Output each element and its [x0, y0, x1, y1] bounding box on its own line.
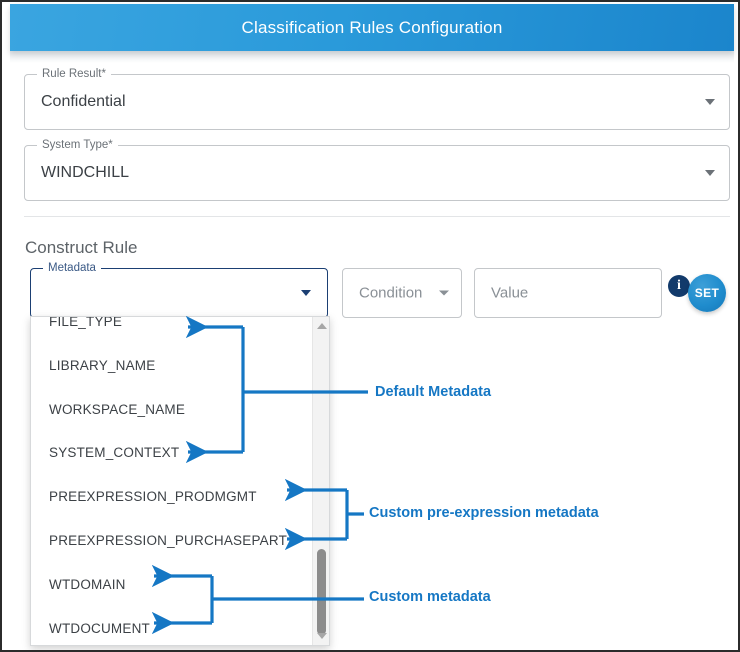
chevron-down-icon[interactable]: [439, 290, 449, 296]
dropdown-option[interactable]: PREEXPRESSION_PURCHASEPART: [49, 533, 288, 548]
metadata-select[interactable]: Metadata: [30, 261, 328, 318]
chevron-down-icon[interactable]: [301, 290, 311, 296]
dropdown-option[interactable]: WTDOCUMENT: [49, 621, 150, 636]
chevron-down-icon[interactable]: [705, 170, 715, 176]
rule-result-select[interactable]: Rule Result* Confidential: [24, 67, 730, 130]
system-type-value: WINDCHILL: [41, 164, 130, 181]
dropdown-option[interactable]: WORKSPACE_NAME: [49, 402, 186, 417]
scroll-down-arrow-icon[interactable]: [316, 633, 327, 639]
dropdown-option[interactable]: SYSTEM_CONTEXT: [49, 445, 180, 460]
section-divider: [24, 216, 730, 217]
condition-placeholder: Condition: [359, 284, 423, 302]
value-placeholder: Value: [491, 284, 529, 302]
chevron-down-icon[interactable]: [705, 99, 715, 105]
page-title: Classification Rules Configuration: [241, 17, 503, 37]
dropdown-scrollbar[interactable]: [312, 317, 329, 645]
dropdown-option[interactable]: PREEXPRESSION_PRODMGMT: [49, 489, 257, 504]
dropdown-option[interactable]: WTDOMAIN: [49, 577, 126, 592]
metadata-dropdown-panel[interactable]: FILE_TYPE LIBRARY_NAME WORKSPACE_NAME SY…: [30, 316, 330, 646]
info-icon[interactable]: i: [668, 275, 690, 297]
scrollbar-thumb[interactable]: [317, 549, 326, 635]
annotation-label-custom-metadata: Custom metadata: [369, 589, 491, 605]
dropdown-option[interactable]: LIBRARY_NAME: [49, 358, 156, 373]
page-header-banner: Classification Rules Configuration: [10, 4, 734, 51]
annotation-label-custom-preexpression: Custom pre-expression metadata: [369, 505, 599, 521]
system-type-label: System Type*: [37, 138, 118, 152]
rule-result-label: Rule Result*: [37, 67, 111, 81]
condition-select[interactable]: Condition: [342, 268, 462, 318]
construct-rule-heading: Construct Rule: [25, 238, 138, 257]
scroll-up-arrow-icon[interactable]: [316, 323, 327, 329]
rule-result-value: Confidential: [41, 93, 126, 110]
header-shadow: [10, 51, 734, 63]
annotation-label-default-metadata: Default Metadata: [375, 384, 492, 400]
dropdown-option[interactable]: FILE_TYPE: [49, 316, 123, 329]
system-type-select[interactable]: System Type* WINDCHILL: [24, 138, 730, 201]
metadata-label: Metadata: [43, 261, 101, 275]
set-button[interactable]: SET: [688, 274, 726, 312]
value-input[interactable]: Value: [474, 268, 662, 318]
